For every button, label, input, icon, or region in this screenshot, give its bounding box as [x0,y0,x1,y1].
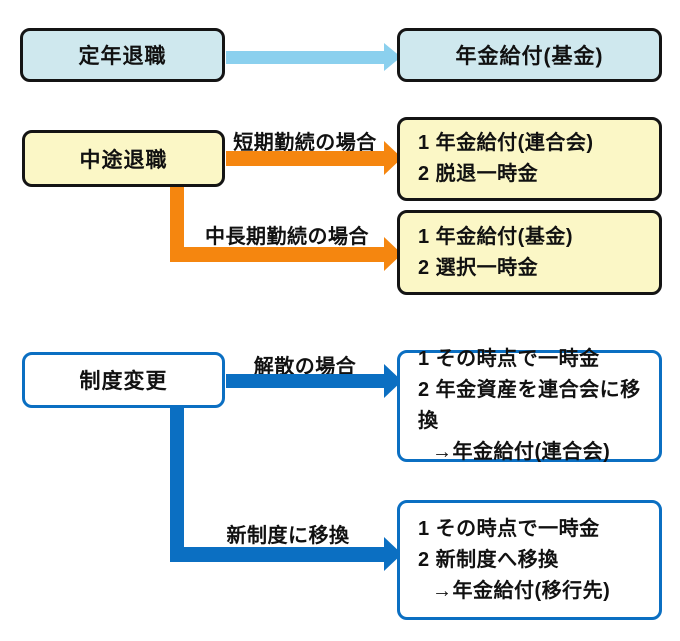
result-line: 1 年金給付(連合会) [418,132,594,154]
result-line: 2 脱退一時金 [418,163,539,185]
short-term-arrow-shaft [226,151,384,166]
midcareer-source-label: 中途退職 [79,148,168,172]
mid-long-term-condition-label: 中長期勤続の場合 [205,226,369,248]
system-change-source-box: 制度変更 [22,352,225,408]
short-term-condition-label: 短期勤続の場合 [233,132,377,154]
system-change-source-label: 制度変更 [79,370,168,393]
new-system-arrow-shaft [170,547,384,562]
retirement-target-label: 年金給付(基金) [455,45,604,68]
retirement-arrow-shaft [226,51,384,64]
result-line: →年金給付(移行先) [432,579,611,602]
result-line: 1 年金給付(基金) [418,225,573,248]
mid-long-term-arrow-vertical [170,187,184,262]
short-term-result-box: 1 年金給付(連合会) 2 脱退一時金 [397,117,662,201]
retirement-arrow-head-icon [384,43,401,71]
new-system-arrow-vertical [170,406,184,562]
result-line: 2 選択一時金 [418,256,539,279]
result-line: 1 その時点で一時金 [418,517,600,540]
result-line: 2 新制度へ移換 [418,548,559,571]
new-system-result-box: 1 その時点で一時金 2 新制度へ移換 →年金給付(移行先) [397,500,662,620]
midcareer-source-box: 中途退職 [22,130,225,187]
new-system-condition-label: 新制度に移換 [226,525,350,547]
retirement-source-label: 定年退職 [78,45,167,68]
dissolution-condition-label: 解散の場合 [253,356,357,378]
result-line: 2 年金資産を連合会に移換 [418,379,641,432]
retirement-source-box: 定年退職 [20,28,225,82]
dissolution-arrow-shaft [226,374,384,388]
dissolution-result-box: 1 その時点で一時金 2 年金資産を連合会に移換 →年金給付(連合会) [397,348,662,463]
mid-long-term-result-box: 1 年金給付(基金) 2 選択一時金 [397,210,662,295]
result-line: 1 その時点で一時金 [418,348,600,370]
mid-long-term-arrow-shaft [170,247,384,262]
result-line: →年金給付(連合会) [432,441,611,463]
retirement-target-box: 年金給付(基金) [397,28,662,82]
